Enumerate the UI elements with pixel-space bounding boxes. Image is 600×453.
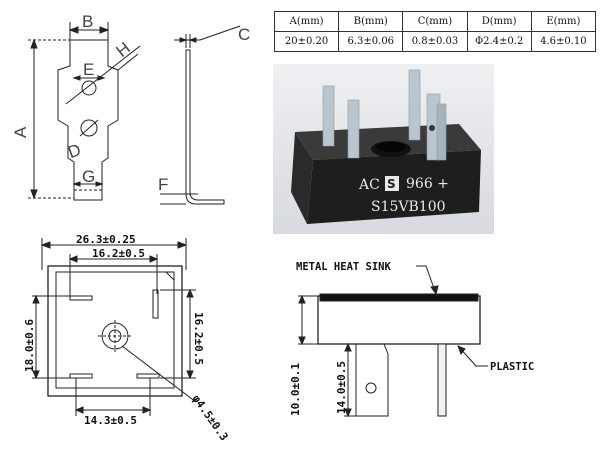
label-h: H [113, 38, 134, 61]
spec-header-row: A(mm) B(mm) C(mm) D(mm) E(mm) [273, 11, 597, 32]
marking-prefix: AC [358, 177, 380, 193]
package-top-view [32, 238, 197, 416]
label-g: G [82, 167, 95, 186]
terminals [322, 69, 447, 161]
dim-pin-side-text: 16.2±0.5 [192, 312, 205, 365]
label-d: D [65, 140, 83, 162]
spec-value-e: 4.6±0.10 [530, 31, 597, 52]
pin-top-right [152, 289, 159, 319]
dim-body-height-text: 10.0±0.1 [289, 363, 302, 416]
pin-top-left [69, 295, 93, 301]
dimension-spec-table: A(mm) B(mm) C(mm) D(mm) E(mm) 20±0.20 6.… [273, 11, 597, 52]
maker-logo [385, 176, 399, 191]
terminal-2 [347, 99, 360, 159]
marking-suffix: 966 + [406, 176, 449, 192]
plastic-label: PLASTIC [490, 361, 534, 373]
side-lead [355, 343, 389, 417]
label-c: C [238, 25, 250, 44]
dim-hole-text: φ4.5±0.3 [190, 392, 231, 443]
label-e: E [83, 60, 94, 79]
package-side-view [298, 265, 488, 418]
spec-value-row: 20±0.20 6.3±0.06 0.8±0.03 Φ2.4±0.2 4.6±0… [273, 31, 597, 52]
marking-part-number: S15VB100 [371, 199, 446, 215]
side-body-outline [317, 295, 481, 345]
product-photo: AC S 966 + S15VB100 [273, 64, 494, 234]
pin-bottom-right [136, 373, 160, 379]
chamfer [165, 271, 175, 281]
pin-bottom-left [69, 373, 93, 379]
spec-value-a: 20±0.20 [273, 31, 340, 52]
maker-logo-letter: S [387, 177, 396, 191]
spec-value-c: 0.8±0.03 [402, 31, 468, 52]
terminal-front-view [28, 22, 141, 201]
bridge-rectifier-render: AC S 966 + S15VB100 [291, 69, 481, 224]
dim-width-text: 26.3±0.25 [76, 233, 136, 246]
body-inner-outline [55, 271, 175, 389]
label-f: F [158, 175, 168, 194]
heat-sink-label: METAL HEAT SINK [296, 261, 392, 273]
terminal-3 [408, 69, 421, 141]
hole-leader [121, 345, 197, 403]
dim-pin-bottom-text: 14.3±0.5 [84, 414, 137, 427]
label-b: B [82, 12, 93, 31]
body-outline [47, 265, 183, 397]
terminal-side-outline [185, 49, 225, 205]
terminal-hole [429, 125, 435, 131]
side-lead-hole [365, 382, 377, 394]
body-side [291, 132, 313, 224]
plastic-leader [457, 345, 488, 367]
dim-c-leader [199, 25, 241, 41]
terminal-1 [322, 85, 335, 147]
spec-value-b: 6.3±0.06 [338, 31, 404, 52]
dim-h-line [65, 45, 141, 105]
dim-height-text: 18.0±0.6 [23, 319, 36, 372]
label-a: A [11, 126, 30, 138]
terminal-side-view [160, 25, 241, 205]
terminal-hole-lower [80, 119, 98, 137]
dim-lead-length-text: 14.0±0.5 [335, 361, 348, 414]
dim-pin-top-text: 16.2±0.5 [92, 247, 145, 260]
metal-heat-sink [319, 293, 479, 302]
heat-sink-leader [416, 265, 437, 295]
terminal-outline [57, 39, 119, 201]
terminal-hole-upper [81, 80, 97, 96]
